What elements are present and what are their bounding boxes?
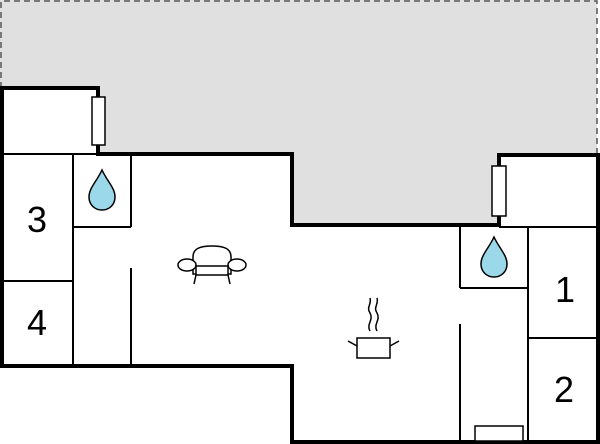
room-number: 4 <box>27 302 47 343</box>
room-number: 3 <box>27 199 47 240</box>
interior-walls <box>2 153 598 442</box>
water-drop-icon <box>480 235 508 278</box>
water-drop-icon <box>88 168 116 211</box>
window-icon <box>491 165 507 217</box>
cooking-pot-icon <box>347 297 400 359</box>
room-number: 2 <box>554 369 574 410</box>
sofa-icon <box>177 245 247 285</box>
window-icon <box>91 96 106 146</box>
window-icon <box>474 425 524 442</box>
terrace <box>0 0 598 225</box>
room-number: 1 <box>555 269 575 310</box>
